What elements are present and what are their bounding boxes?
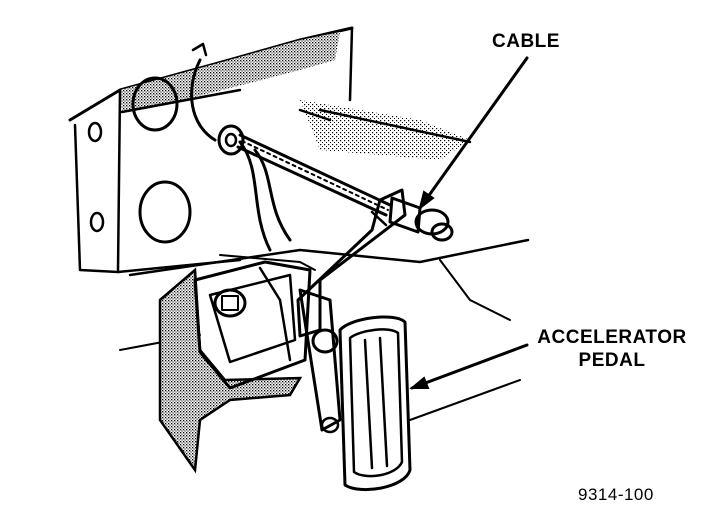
accelerator-pedal-label: ACCELERATOR PEDAL (532, 326, 692, 372)
cable-end-fitting (388, 196, 454, 242)
callout-arrows (409, 56, 529, 390)
cable-grommet (217, 124, 245, 156)
pedal-pad (338, 315, 412, 492)
pedal-bracket (158, 254, 339, 474)
throttle-cable (236, 133, 392, 217)
access-holes (87, 76, 192, 244)
figure-number: 9314-100 (578, 485, 654, 504)
cable-label: CABLE (492, 31, 560, 52)
accelerator-label-line2: PEDAL (578, 350, 646, 371)
accelerator-label-line1: ACCELERATOR (537, 327, 687, 348)
